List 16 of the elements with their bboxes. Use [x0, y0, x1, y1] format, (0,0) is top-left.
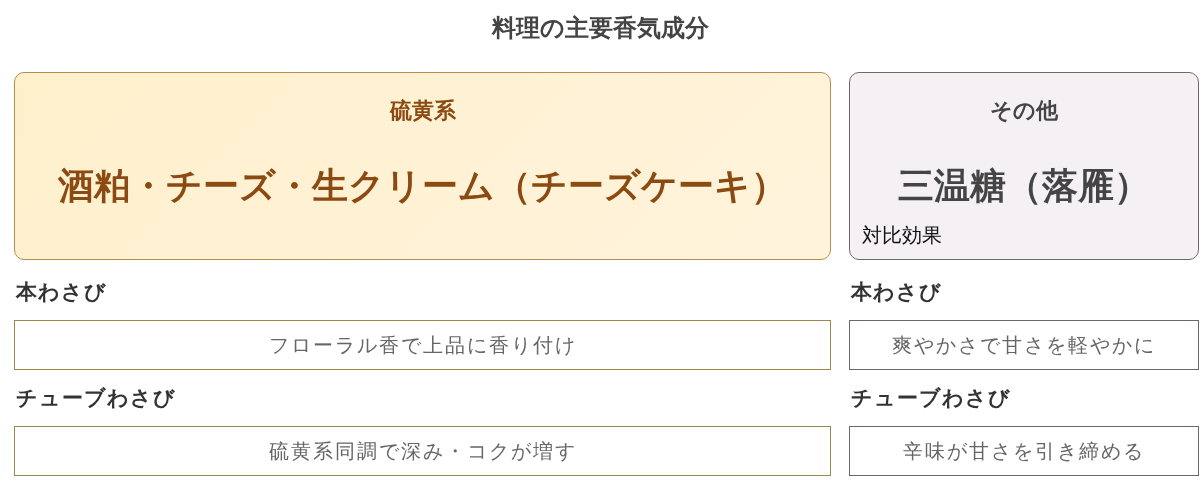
category-card: [849, 72, 1199, 260]
note-text: 対比効果: [862, 222, 942, 249]
category-heading: 硫黄系: [388, 97, 457, 125]
row-heading: 本わさび: [851, 279, 942, 306]
ingredient-text: 三温糖（落雁）: [897, 164, 1151, 208]
category-heading: その他: [989, 97, 1059, 125]
row-heading: チューブわさび: [16, 385, 176, 412]
description-text: フローラル香で上品に香り付け: [268, 331, 577, 359]
description-text: 辛味が甘さを引き締める: [903, 437, 1145, 465]
category-card: [14, 72, 831, 260]
description-text: 爽やかさで甘さを軽やかに: [892, 331, 1156, 359]
row-heading: チューブわさび: [851, 385, 1011, 412]
diagram-title: 料理の主要香気成分: [490, 13, 710, 44]
ingredient-text: 酒粕・チーズ・生クリーム（チーズケーキ）: [57, 164, 788, 208]
row-heading: 本わさび: [16, 279, 107, 306]
description-text: 硫黄系同調で深み・コクが増す: [268, 437, 577, 465]
